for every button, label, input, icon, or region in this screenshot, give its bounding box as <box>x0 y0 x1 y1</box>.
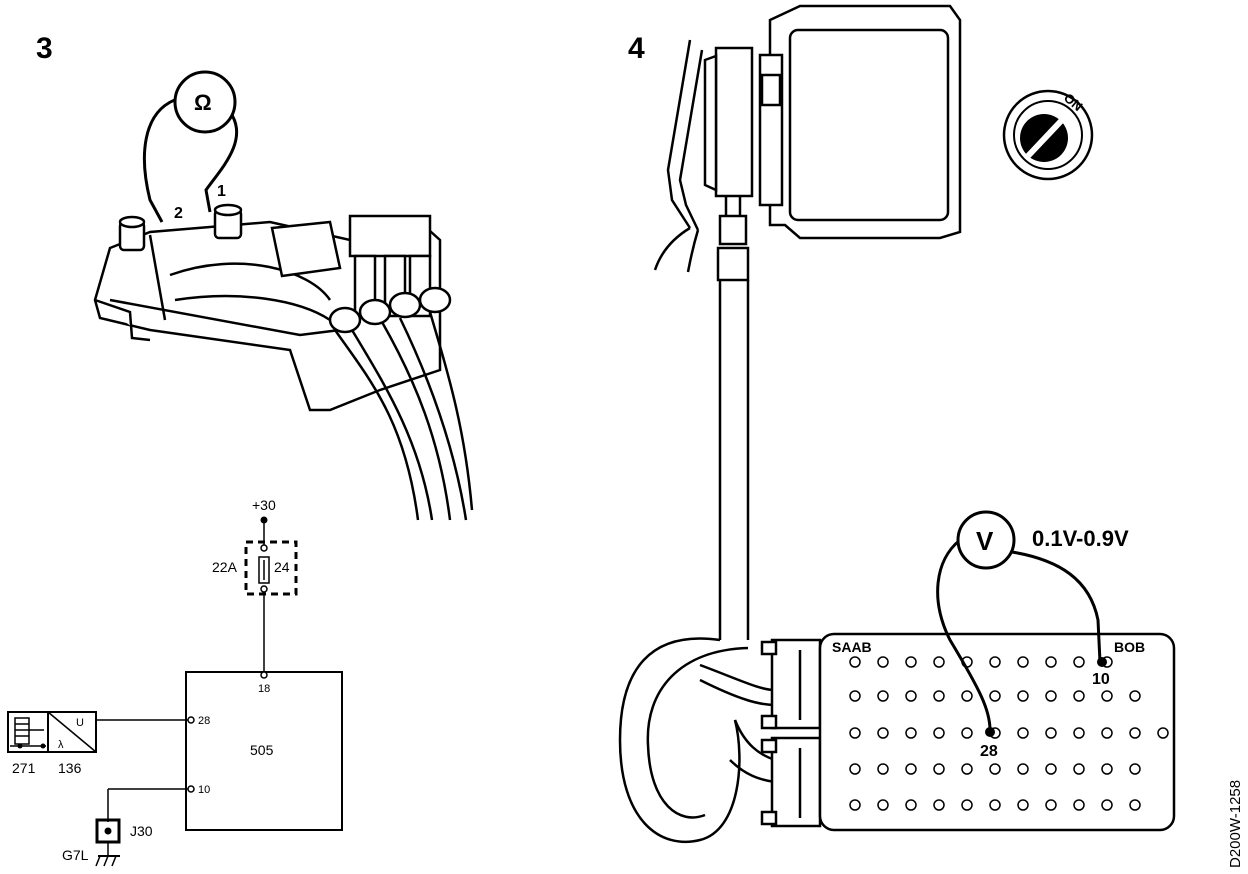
breakout-pin-hole <box>905 690 917 702</box>
ecu-pin-28: 28 <box>198 715 210 727</box>
breakout-box-brand: SAAB <box>832 639 872 655</box>
breakout-pin-hole <box>877 690 889 702</box>
breakout-pin-grid <box>849 656 1169 811</box>
breakout-pin-hole <box>989 763 1001 775</box>
breakout-pin-hole <box>933 799 945 811</box>
breakout-pin-hole <box>849 690 861 702</box>
breakout-pin-hole <box>1045 727 1057 739</box>
connector-j30-label: J30 <box>130 823 153 839</box>
breakout-pin-hole <box>1073 656 1085 668</box>
breakout-pin-hole <box>1073 763 1085 775</box>
sensor-u: U <box>76 717 84 729</box>
breakout-pin-hole <box>1101 690 1113 702</box>
breakout-pin-hole <box>877 727 889 739</box>
voltmeter-symbol: V <box>976 526 994 556</box>
panel-number-3: 3 <box>36 32 53 65</box>
fuse-number: 24 <box>274 559 290 575</box>
voltmeter-icon <box>956 510 1016 570</box>
breakout-pin-hole <box>1017 690 1029 702</box>
breakout-pin-10-label: 10 <box>1092 671 1110 688</box>
ohm-test-illustration: Ω 2 1 <box>93 70 474 521</box>
oxygen-sensor-connector <box>93 203 474 521</box>
fuse-box-label: 22A <box>212 559 238 575</box>
breakout-pin-hole <box>961 799 973 811</box>
breakout-pin-hole <box>1073 690 1085 702</box>
breakout-pin-hole <box>905 656 917 668</box>
breakout-pin-hole <box>1017 656 1029 668</box>
breakout-pin-hole <box>877 799 889 811</box>
figure-code: D200W-1258 <box>1227 780 1244 868</box>
breakout-pin-hole <box>905 763 917 775</box>
breakout-pin-hole <box>933 690 945 702</box>
breakout-pin-hole <box>849 727 861 739</box>
breakout-pin-hole <box>1017 799 1029 811</box>
breakout-pin-hole <box>849 656 861 668</box>
breakout-pin-hole <box>1073 727 1085 739</box>
wiring-schematic: +30 22A 24 18 505 28 10 U λ 271 <box>7 497 343 867</box>
ecu-label: 505 <box>250 742 274 758</box>
breakout-pin-hole <box>1017 727 1029 739</box>
breakout-pin-hole <box>961 763 973 775</box>
breakout-pin-hole <box>849 799 861 811</box>
breakout-pin-hole <box>905 799 917 811</box>
breakout-pin-hole <box>1101 727 1113 739</box>
ohmmeter-symbol: Ω <box>194 90 212 115</box>
ecu-module <box>768 4 962 240</box>
breakout-pin-hole <box>1017 763 1029 775</box>
breakout-pin-hole <box>989 799 1001 811</box>
connector-pin-2-label: 2 <box>174 205 183 222</box>
sensor-heater-number: 271 <box>12 760 36 776</box>
ground-point-label: G7L <box>62 847 89 863</box>
breakout-pin-hole <box>989 656 1001 668</box>
breakout-pin-hole <box>1129 763 1141 775</box>
ecu-pin-10: 10 <box>198 784 210 796</box>
ignition-switch-icon: ON <box>1002 89 1094 181</box>
sensor-number: 136 <box>58 760 82 776</box>
fuse-box <box>244 540 298 596</box>
breakout-pin-hole <box>933 763 945 775</box>
breakout-pin-hole <box>849 763 861 775</box>
breakout-pin-hole <box>1129 799 1141 811</box>
voltage-test-illustration: SAAB BOB 28 10 V 0.1V-0.9V <box>618 4 1176 844</box>
oxygen-sensor-box <box>47 711 97 753</box>
breakout-pin-hole <box>961 727 973 739</box>
breakout-pin-hole <box>989 690 1001 702</box>
breakout-pin-hole <box>1157 727 1169 739</box>
breakout-pin-hole <box>933 656 945 668</box>
breakout-pin-hole <box>961 690 973 702</box>
breakout-pin-hole <box>1129 690 1141 702</box>
breakout-pin-hole <box>905 727 917 739</box>
breakout-box-name: BOB <box>1114 639 1145 655</box>
breakout-pin-hole <box>1045 763 1057 775</box>
breakout-pin-28-label: 28 <box>980 743 998 760</box>
ecu-pin-18: 18 <box>258 683 270 695</box>
breakout-pin-hole <box>1101 763 1113 775</box>
breakout-pin-hole <box>933 727 945 739</box>
breakout-pin-hole <box>1073 799 1085 811</box>
breakout-pin-hole <box>1045 656 1057 668</box>
ohmmeter-icon <box>173 70 237 134</box>
breakout-pin-hole <box>1045 799 1057 811</box>
breakout-pin-hole <box>877 763 889 775</box>
breakout-pin-hole <box>877 656 889 668</box>
sensor-lambda: λ <box>58 739 64 751</box>
voltage-range: 0.1V-0.9V <box>1032 526 1129 551</box>
panel-number-4: 4 <box>628 32 645 65</box>
supply-label: +30 <box>252 497 276 513</box>
connector-pin-1-label: 1 <box>217 183 226 200</box>
breakout-pin-hole <box>1101 799 1113 811</box>
breakout-pin-hole <box>1129 727 1141 739</box>
breakout-pin-hole <box>1045 690 1057 702</box>
